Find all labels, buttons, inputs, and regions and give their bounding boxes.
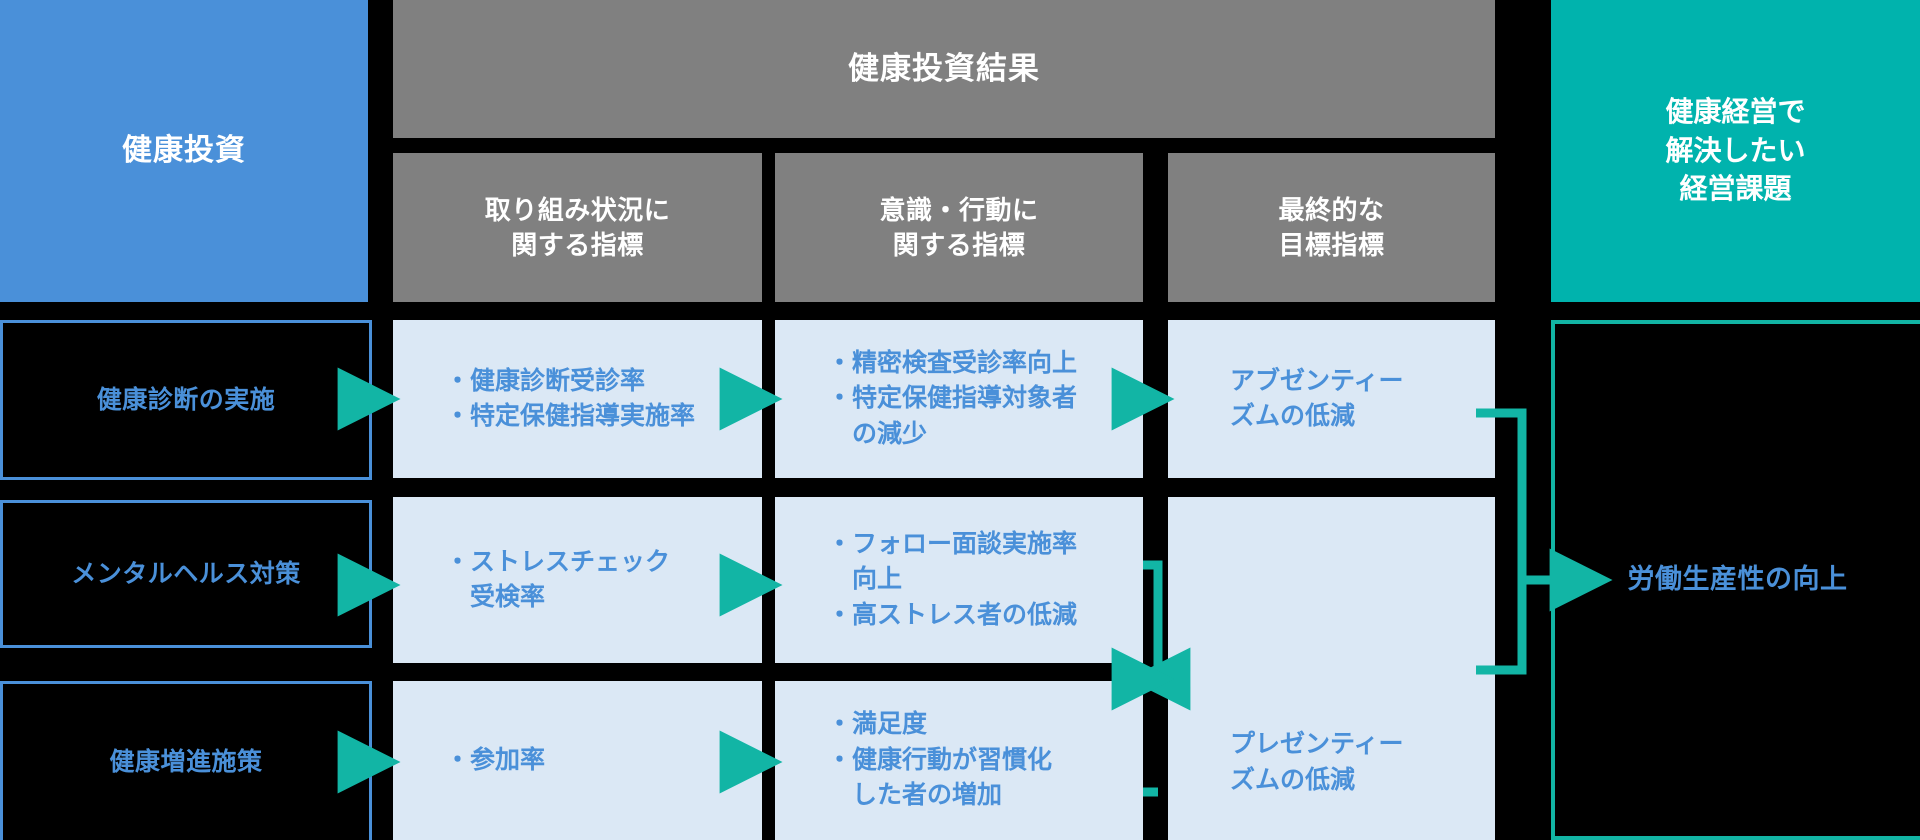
header-health-investment: 健康投資: [0, 0, 368, 302]
header-column-effort-status-label: 取り組み状況に 関する指標: [484, 195, 671, 260]
header-column-effort-status: 取り組み状況に 関する指標: [393, 153, 762, 302]
header-management-issue: 健康経営で 解決したい 経営課題: [1551, 0, 1920, 302]
effort-cell-health-promotion-text: ・参加率: [445, 745, 546, 774]
behavior-cell-mental-health-text: ・フォロー面談実施率 向上 ・高ストレス者の低減: [827, 529, 1078, 629]
investment-item-mental-health-label: メンタルヘルス対策: [71, 559, 301, 588]
header-column-awareness-behavior: 意識・行動に 関する指標: [775, 153, 1143, 302]
final-cell-presenteeism: プレゼンティー ズムの低減: [1168, 497, 1495, 840]
header-column-final-target: 最終的な 目標指標: [1168, 153, 1495, 302]
header-investment-results: 健康投資結果: [393, 0, 1495, 138]
final-cell-presenteeism-text: プレゼンティー ズムの低減: [1230, 730, 1404, 794]
header-health-investment-label: 健康投資: [122, 134, 246, 168]
header-management-issue-label: 健康経営で 解決したい 経営課題: [1665, 96, 1806, 205]
effort-cell-mental-health-text: ・ストレスチェック 受検率: [445, 547, 671, 612]
header-column-awareness-behavior-label: 意識・行動に 関する指標: [879, 195, 1039, 260]
behavior-cell-mental-health: ・フォロー面談実施率 向上 ・高ストレス者の低減: [775, 497, 1143, 663]
effort-cell-mental-health: ・ストレスチェック 受検率: [393, 497, 762, 663]
behavior-cell-health-checkup: ・精密検査受診率向上 ・特定保健指導対象者 の減少: [775, 320, 1143, 478]
effort-cell-health-promotion: ・参加率: [393, 681, 762, 840]
final-cell-absenteeism: アブゼンティー ズムの低減: [1168, 320, 1495, 478]
investment-item-health-promotion-label: 健康増進施策: [109, 747, 263, 776]
behavior-cell-health-checkup-text: ・精密検査受診率向上 ・特定保健指導対象者 の減少: [827, 348, 1078, 448]
investment-item-mental-health: メンタルヘルス対策: [0, 500, 372, 648]
connector-behavior2-down: [1143, 560, 1163, 679]
effort-cell-health-checkup-text: ・健康診断受診率 ・特定保健指導実施率: [445, 366, 696, 431]
investment-item-health-checkup: 健康診断の実施: [0, 320, 372, 480]
behavior-cell-health-promotion: ・満足度 ・健康行動が習慣化 した者の増加: [775, 681, 1143, 840]
investment-item-health-promotion: 健康増進施策: [0, 681, 372, 840]
outcome-box-labor-productivity-label: 労働生産性の向上: [1627, 564, 1848, 595]
behavior-cell-health-promotion-text: ・満足度 ・健康行動が習慣化 した者の増加: [827, 710, 1053, 810]
outcome-box-labor-productivity: 労働生産性の向上: [1551, 320, 1920, 840]
header-investment-results-label: 健康投資結果: [848, 50, 1040, 86]
investment-item-health-checkup-label: 健康診断の実施: [96, 385, 276, 414]
header-column-final-target-label: 最終的な 目標指標: [1278, 195, 1385, 260]
effort-cell-health-checkup: ・健康診断受診率 ・特定保健指導実施率: [393, 320, 762, 478]
final-cell-absenteeism-text: アブゼンティー ズムの低減: [1230, 366, 1404, 431]
